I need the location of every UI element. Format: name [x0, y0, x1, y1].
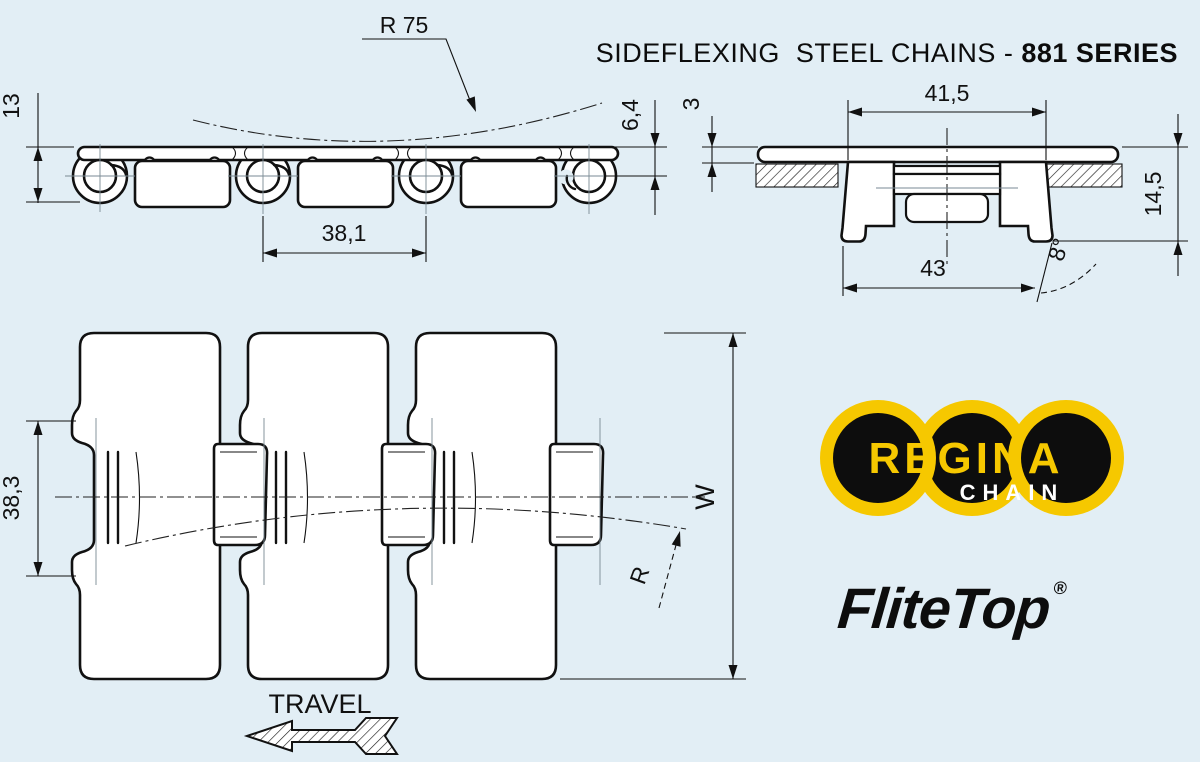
arrowhead [671, 531, 681, 547]
dim-plate-thickness: 3 [678, 98, 704, 111]
angle-slant-line [1036, 242, 1053, 303]
arrowhead [33, 188, 43, 202]
r-leader [658, 533, 680, 609]
page-title: SIDEFLEXING STEEL CHAINS - 881 SERIES [578, 20, 1178, 87]
knuckle-tab [380, 442, 437, 547]
r75-arrowhead [466, 96, 476, 112]
arrowhead [707, 133, 717, 147]
arrowhead [650, 133, 660, 147]
logo-disc [833, 413, 923, 503]
r75-leader [362, 38, 472, 104]
knuckle-tab [548, 442, 605, 547]
side-view: R 75 13 6,4 38,1 [0, 12, 667, 262]
dim-pitch: 38,1 [322, 220, 367, 246]
mouth-edge [135, 451, 141, 544]
chain-wordmark: CHAIN [960, 480, 1065, 505]
top-view: R 38,3 W TRAVEL [0, 331, 746, 755]
arrowhead [33, 421, 43, 435]
dim-13-lines [26, 93, 80, 203]
dim-overall-height: 13 [0, 93, 24, 119]
dim-overall-height: 14,5 [1140, 172, 1166, 217]
logo-disc [927, 413, 1017, 503]
arrowhead [1021, 283, 1035, 293]
dim-64-lines [605, 100, 667, 215]
dim-hinge-width: 38,3 [0, 476, 24, 521]
hinge-tab [109, 163, 128, 177]
dim-chain-width: W [690, 484, 720, 510]
dim-inner-width: 41,5 [925, 80, 970, 106]
arrowhead [848, 107, 862, 117]
arrowhead [412, 248, 426, 258]
arrowhead [728, 665, 738, 679]
arrowhead [1173, 241, 1183, 255]
logo-disc [1021, 413, 1111, 503]
band-separator [557, 146, 575, 161]
angle-arc [1040, 263, 1097, 294]
wear-strip-left [755, 163, 839, 188]
dim-3-lines [702, 116, 758, 192]
link-body [459, 159, 558, 209]
dim-145-lines [1054, 114, 1188, 276]
leg-left [840, 160, 896, 243]
arrowhead [1032, 107, 1046, 117]
arrowhead [33, 562, 43, 576]
sideflex-curve [192, 102, 603, 142]
wear-strip-right [1039, 163, 1123, 188]
mouth-edge [303, 451, 309, 544]
plate-outline [238, 331, 390, 681]
tab-chamfer [220, 451, 257, 538]
regina-wordmark: REGINA [868, 434, 1063, 483]
section-view: 3 41,5 14,5 43 8° [678, 80, 1188, 303]
dim-turning-radius: R [624, 563, 654, 588]
arrowhead [843, 283, 857, 293]
link-body [133, 159, 232, 209]
mouth-edge [471, 451, 477, 544]
dim-415-lines [847, 100, 1047, 160]
hook-tip [565, 174, 577, 191]
arrowhead [33, 147, 43, 161]
dim-sideflex-radius: R 75 [380, 12, 429, 38]
dim-surface-to-pin: 6,4 [617, 99, 643, 131]
tab-chamfer [388, 451, 425, 538]
flitetop-text: FliteTop [835, 577, 1053, 641]
hinge-tab [435, 163, 454, 177]
centerline [99, 144, 590, 214]
link-body [296, 159, 395, 209]
arrowhead [1173, 133, 1183, 147]
dim-outer-width: 43 [920, 255, 946, 281]
dim-383-lines [26, 420, 76, 577]
dim-381-lines [262, 216, 427, 262]
dim-43-lines [842, 246, 1035, 296]
plate-top [756, 145, 1120, 164]
registered-mark: ® [1052, 578, 1067, 598]
tab-chamfer [556, 451, 593, 538]
travel-label: TRAVEL [268, 689, 371, 719]
arrowhead [728, 333, 738, 347]
band-separator [231, 146, 249, 161]
dim-w-lines [560, 332, 746, 680]
band-separator [394, 146, 412, 161]
flitetop-wordmark: FliteTop® [835, 576, 1067, 642]
title-series: 881 SERIES [1021, 38, 1178, 68]
arrowhead [263, 248, 277, 258]
plate-outline [70, 331, 222, 681]
pin-axis [95, 418, 601, 585]
regina-logo: REGINA CHAIN [820, 400, 1124, 516]
leg-right [998, 160, 1054, 243]
arrowhead [650, 176, 660, 190]
title-prefix: SIDEFLEXING STEEL CHAINS - [595, 38, 1022, 68]
knuckle-tab [212, 442, 269, 547]
travel-arrow [243, 717, 399, 755]
plate-outline [406, 331, 558, 681]
turn-radius-curve [124, 507, 687, 547]
arrowhead [707, 163, 717, 177]
hinge-tab [272, 163, 291, 177]
